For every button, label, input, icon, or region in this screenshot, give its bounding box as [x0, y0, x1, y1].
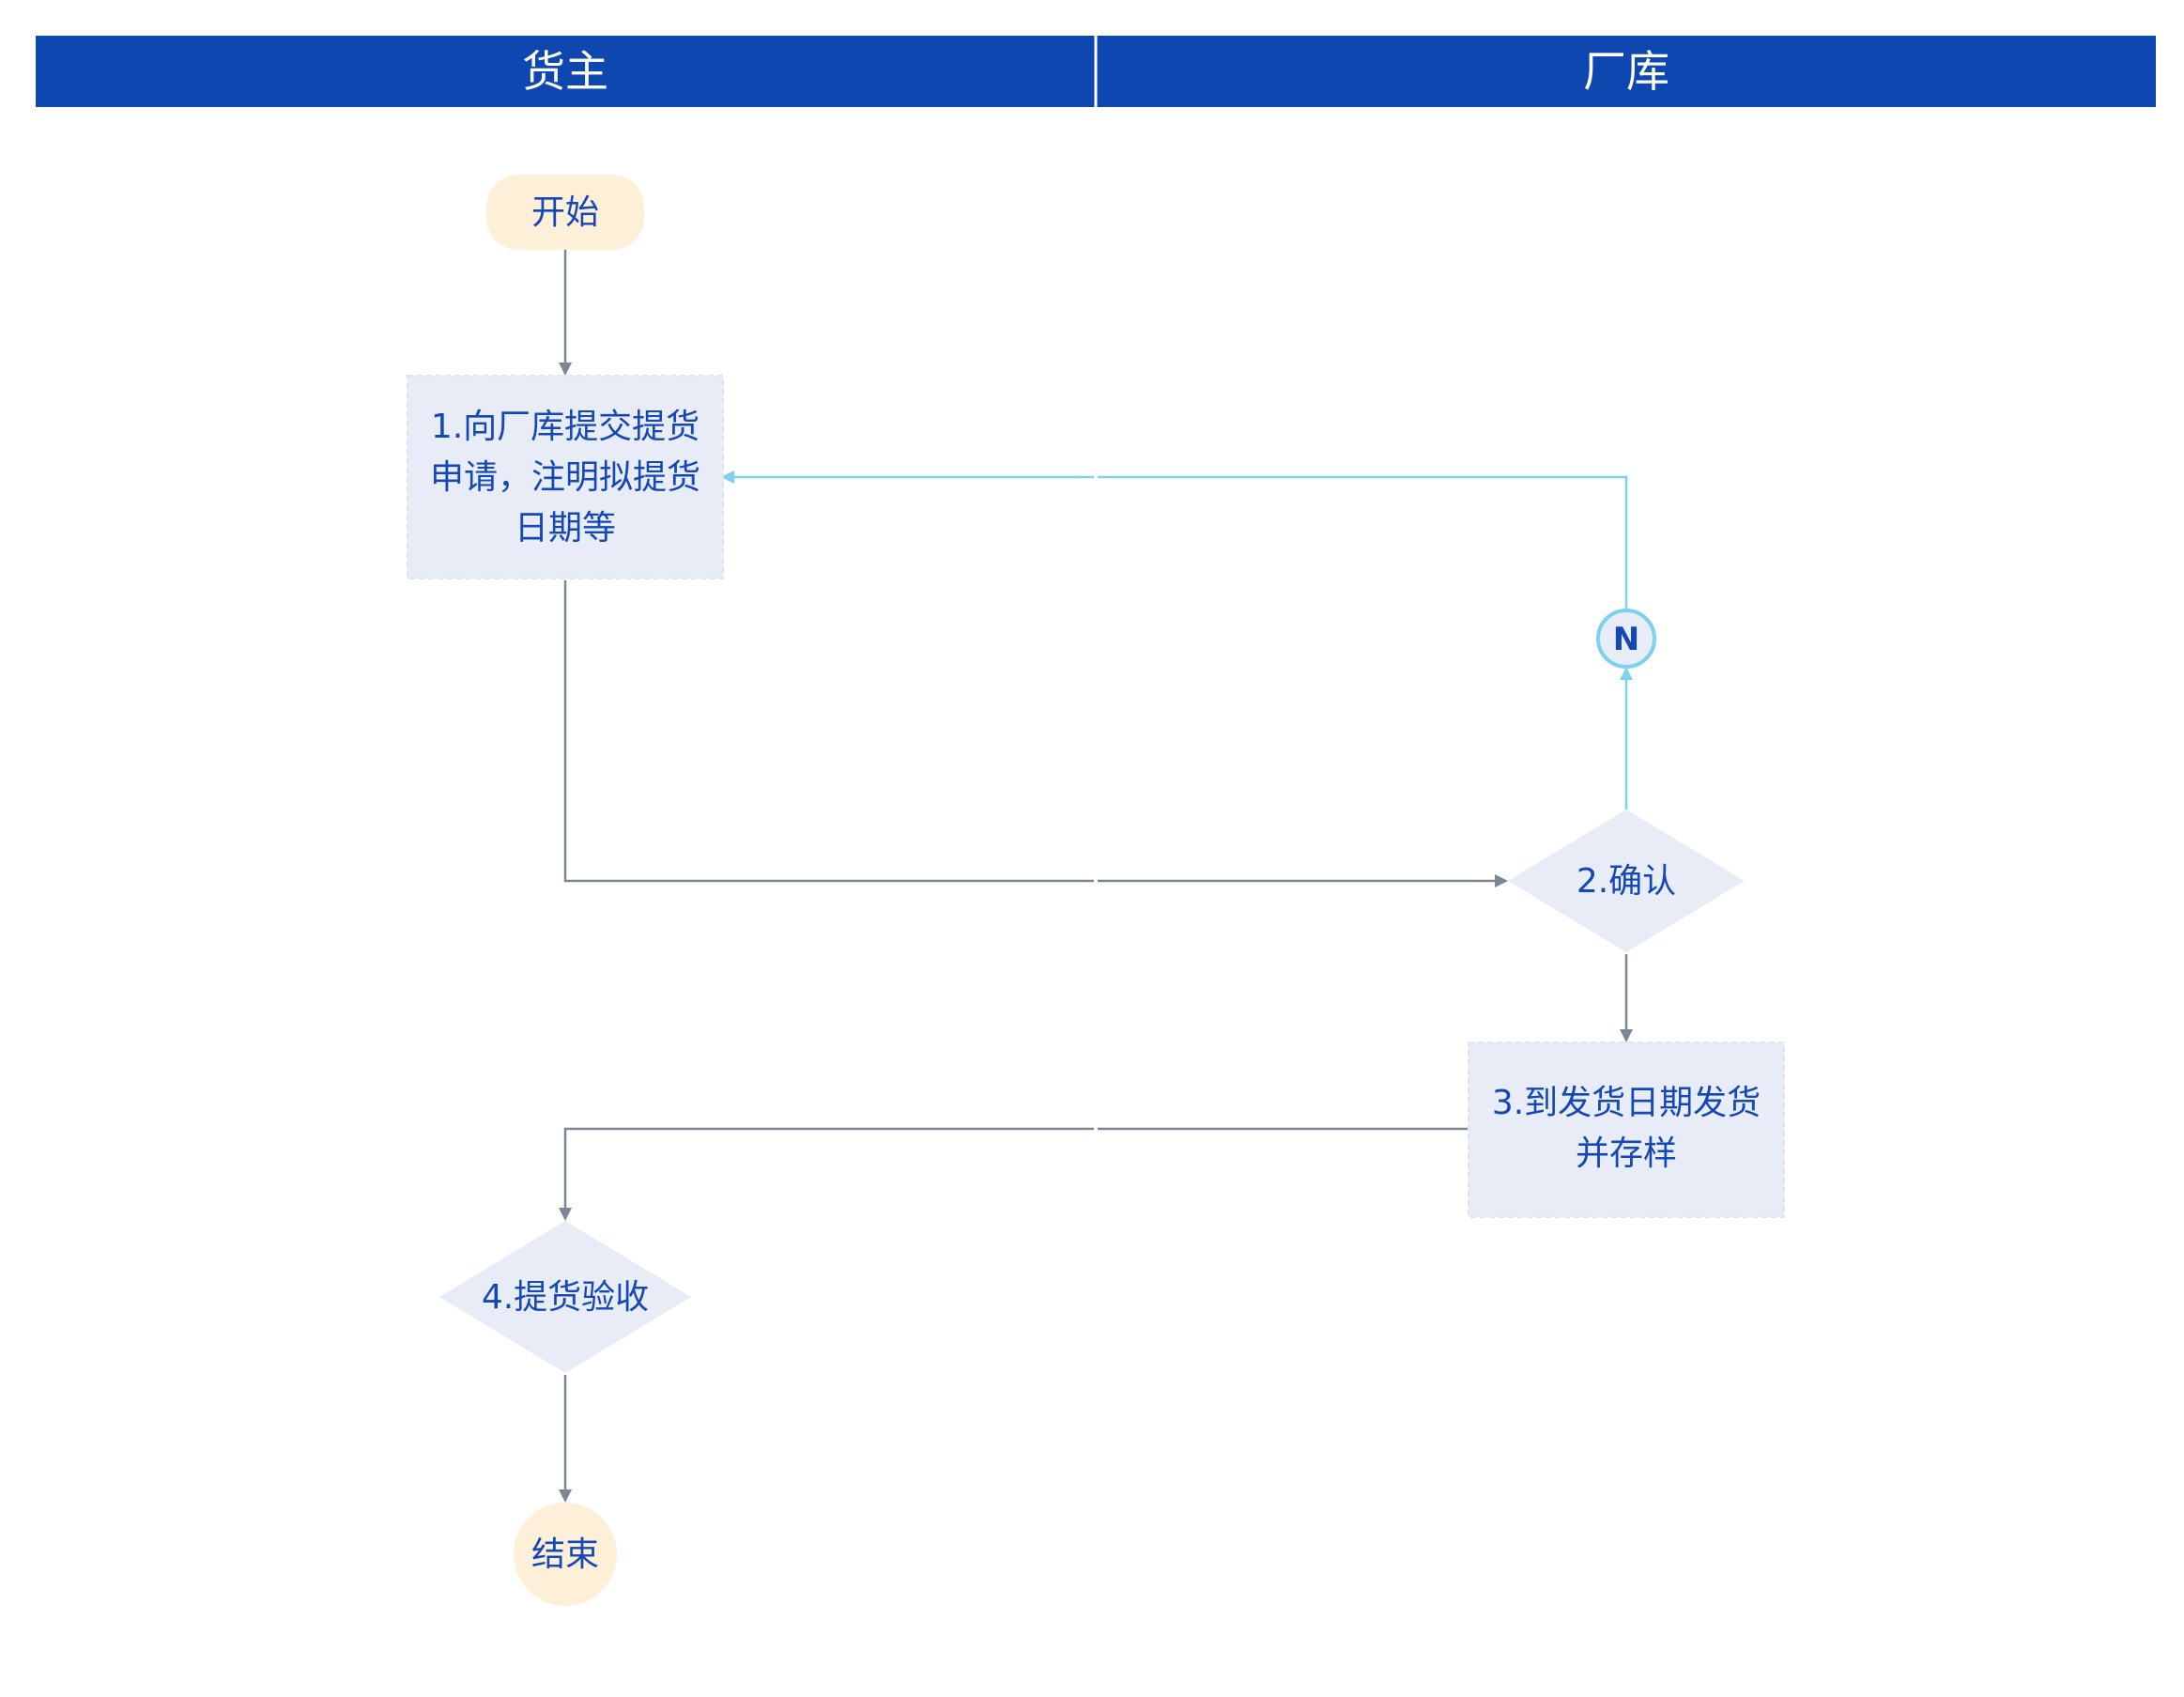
- step4-label: 4.提货验收: [482, 1278, 649, 1317]
- step2-node: 2.确认: [1508, 810, 1745, 952]
- lane-gap-1: [1094, 472, 1098, 482]
- step3-label-line-2: 并存样: [1576, 1134, 1677, 1173]
- start-label: 开始: [531, 193, 599, 232]
- connector-step1-to-step2: [563, 580, 1508, 887]
- step1-label-line-2: 申请，注明拟提货: [430, 458, 700, 497]
- end-shape: [514, 1503, 617, 1606]
- lane-header-shipper: [36, 36, 1095, 107]
- step4-shape: [439, 1221, 691, 1373]
- no-badge-label: N: [1613, 621, 1639, 658]
- lane-title-warehouse: 厂库: [1583, 46, 1669, 97]
- step3-shape: [1468, 1041, 1785, 1218]
- connectors: [559, 250, 1633, 1503]
- swimlane-header: 货主 厂库: [36, 36, 2156, 107]
- lane-title-shipper: 货主: [522, 46, 608, 97]
- step1-shape: [407, 375, 724, 579]
- start-node: 开始: [486, 175, 644, 250]
- step2-shape: [1508, 810, 1745, 952]
- connector-step3-to-step4: [559, 1127, 1469, 1221]
- connector-badge-to-step1: [721, 471, 1628, 609]
- step1-label-line-1: 1.向厂库提交提货: [431, 408, 700, 446]
- step1-label-line-3: 日期等: [515, 509, 616, 548]
- start-shape: [486, 175, 644, 250]
- no-badge-circle: [1596, 609, 1656, 669]
- lane-gap-3: [1094, 1124, 1098, 1134]
- lane-gap-2: [1094, 876, 1098, 886]
- step1-node: 1.向厂库提交提货 申请，注明拟提货 日期等: [407, 375, 724, 579]
- lane-header-warehouse: [1097, 36, 2156, 107]
- no-badge: N: [1596, 609, 1656, 669]
- step3-node: 3.到发货日期发货 并存样: [1468, 1041, 1785, 1218]
- end-node: 结束: [514, 1503, 617, 1606]
- end-label: 结束: [531, 1535, 599, 1574]
- step2-label: 2.确认: [1576, 862, 1676, 901]
- step4-node: 4.提货验收: [439, 1221, 691, 1373]
- step3-label-line-1: 3.到发货日期发货: [1492, 1084, 1761, 1122]
